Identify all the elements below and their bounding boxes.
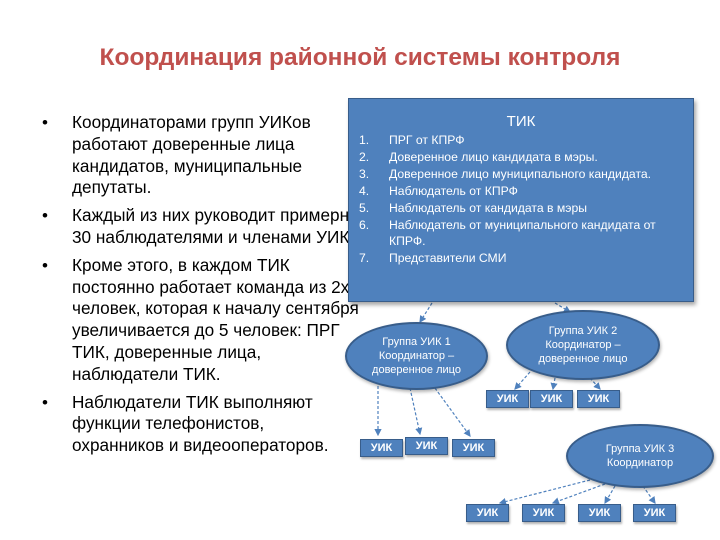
arrow-group3-to-uik (639, 481, 656, 504)
uik-box: УИК (522, 504, 565, 522)
tik-title: ТИК (506, 113, 536, 130)
tik-box: ТИК ПРГ от КПРФ Доверенное лицо кандидат… (348, 98, 694, 302)
group-uik-2: Группа УИК 2 Координатор – доверенное ли… (506, 310, 660, 380)
tik-list-item: Доверенное лицо кандидата в мэры. (359, 149, 598, 166)
arrow-tik-to-group2 (554, 302, 572, 313)
uik-box: УИК (633, 504, 676, 522)
tik-list: ПРГ от КПРФ Доверенное лицо кандидата в … (349, 132, 693, 267)
arrow-group3-to-uik (604, 485, 616, 505)
arrow-tik-to-group1 (419, 302, 433, 324)
arrow-group2-to-uik (550, 377, 558, 391)
slide-title: Координация районной системы контроля (99, 44, 621, 71)
arrow-group1-to-uik (409, 387, 423, 436)
arrow-group3-to-uik (551, 483, 606, 505)
bullet-item: Координаторами групп УИКов работают дове… (38, 112, 360, 199)
uik-box: УИК (530, 390, 573, 408)
bullet-list: Координаторами групп УИКов работают дове… (38, 112, 360, 463)
arrow-group3-to-uik (498, 479, 591, 506)
uik-box: УИК (486, 390, 529, 408)
arrow-group2-to-uik (589, 377, 601, 390)
tik-list-item: ПРГ от КПРФ (359, 132, 465, 149)
bullet-item: Кроме этого, в каждом ТИК постоянно рабо… (38, 255, 360, 386)
arrow-group1-to-uik (431, 383, 471, 437)
uik-box: УИК (577, 390, 620, 408)
bullet-item: Каждый из них руководит примерно 30 набл… (38, 205, 360, 249)
uik-box: УИК (466, 504, 509, 522)
uik-box: УИК (360, 439, 403, 457)
uik-box: УИК (578, 504, 621, 522)
arrow-group2-to-uik (514, 371, 531, 390)
uik-box: УИК (452, 439, 495, 457)
group-uik-1: Группа УИК 1 Координатор – доверенное ли… (345, 322, 488, 390)
tik-list-item: Наблюдатель от муниципального кандидата … (359, 217, 656, 249)
uik-box: УИК (405, 437, 448, 455)
group-uik-3: Группа УИК 3 Координатор (566, 424, 714, 488)
tik-list-item: Наблюдатель от КПРФ (359, 183, 518, 200)
tik-list-item: Представители СМИ (359, 250, 507, 267)
tik-list-item: Доверенное лицо муниципального кандидата… (359, 166, 652, 183)
bullet-item: Наблюдатели ТИК выполняют функции телефо… (38, 392, 360, 457)
tik-list-item: Наблюдатель от кандидата в мэры (359, 200, 588, 217)
